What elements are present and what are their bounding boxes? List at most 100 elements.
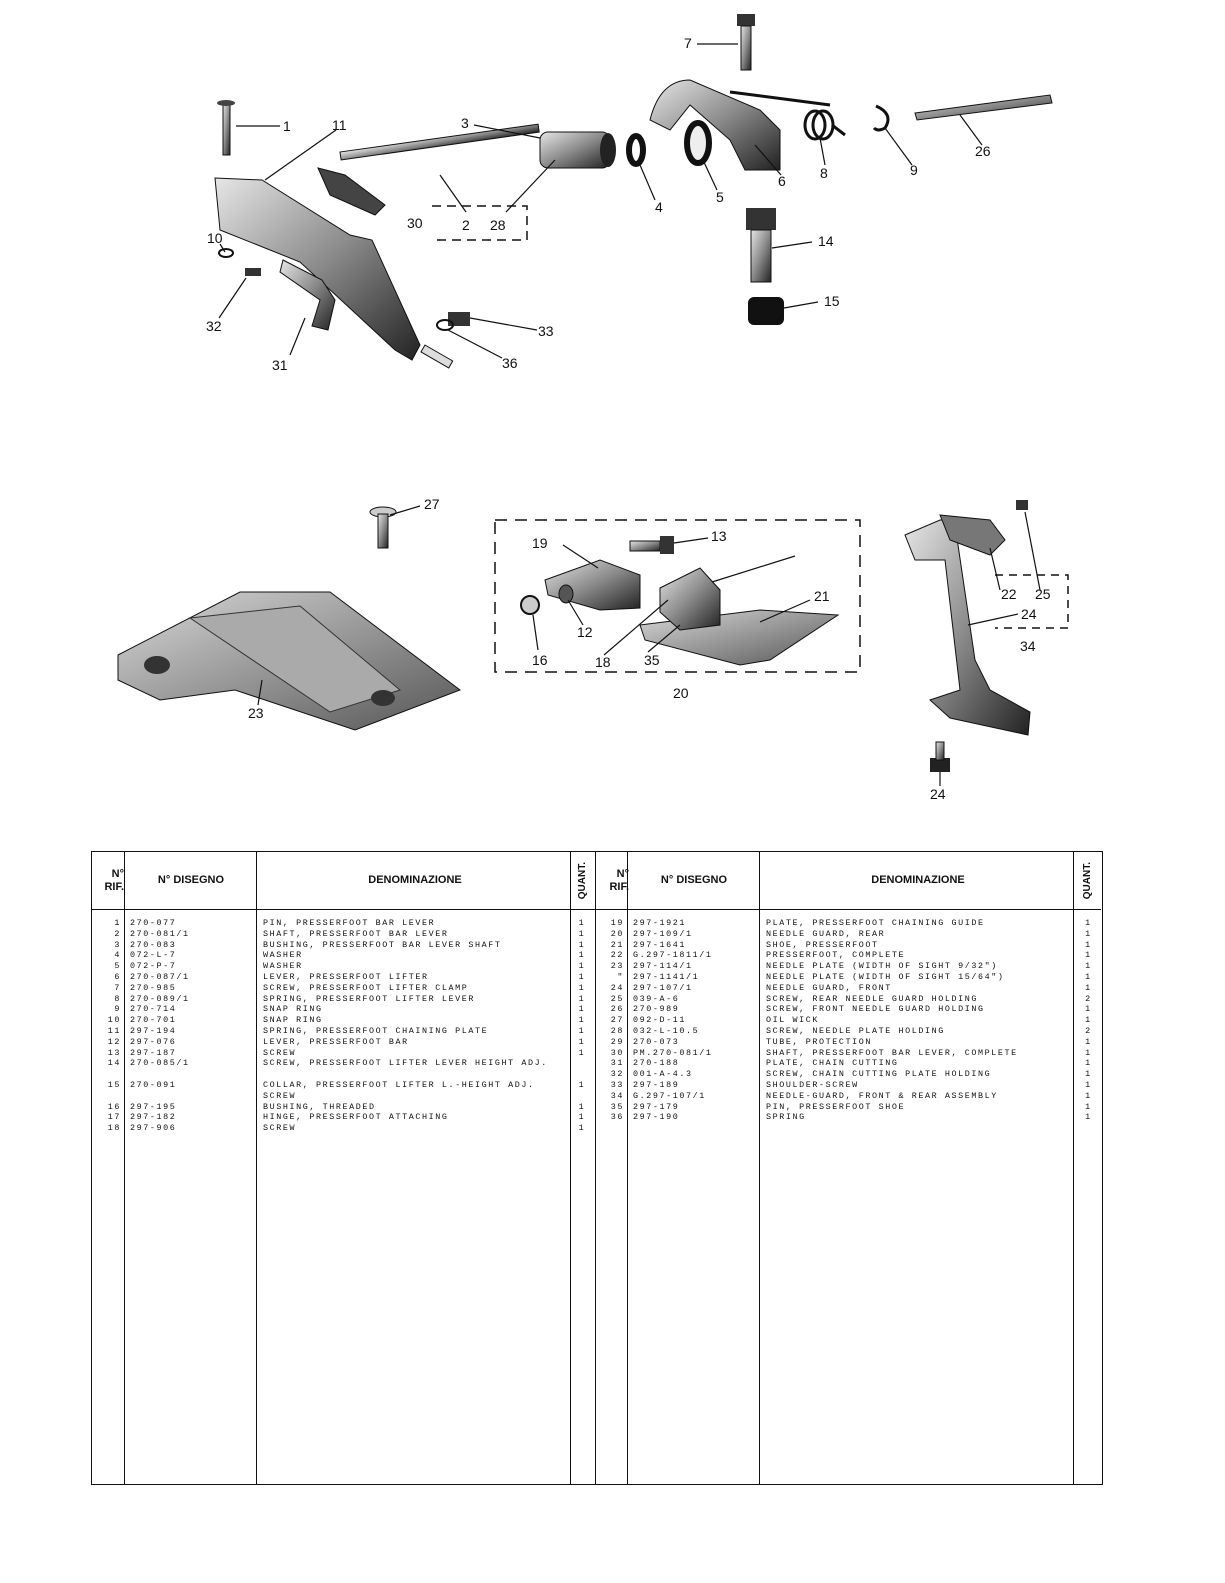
part-10-snap-ring [218,248,234,258]
table-cell-den: SPRING, PRESSERFOOT LIFTER LEVER [263,993,476,1004]
callout-22: 20 [673,685,689,701]
table-cell-qt: 1 [578,950,586,961]
table-cell-rif: " [617,971,624,982]
table-cell-qt: 1 [578,918,586,928]
header-rule [92,909,1101,910]
table-cell-dis: 270-077 [130,918,177,928]
table-cell-dis: 297-189 [633,1079,680,1090]
table-cell-rif: 24 [610,982,624,993]
table-cell-qt: 1 [1085,918,1092,928]
table-cell-qt: 1 [1085,950,1092,961]
exploded-parts-diagram: 1 11 3 7 4 5 6 8 9 26 14 15 30 2 28 10 3… [117,14,1069,802]
table-cell-qt: 1 [1085,1015,1092,1026]
table-cell-den: SCREW, CHAIN CUTTING PLATE HOLDING [766,1069,992,1080]
table-cell-dis: 270-087/1 [130,971,190,982]
callout-31: 31 [272,357,288,373]
callout-8: 8 [820,165,828,181]
header-denominazione-label: DENOMINAZIONE [368,874,462,886]
header-denominazione-2: DENOMINAZIONE [763,852,1073,909]
table-cell-rif: 5 [114,961,121,972]
table-cell-dis: 297-195 [130,1101,177,1112]
table-cell-dis: 270-089/1 [130,993,190,1004]
header-quant-label-2: QUANT. [1081,861,1093,900]
table-cell-dis: 270-081/1 [130,928,190,939]
part-13-screw [629,536,674,554]
table-cell-qt: 2 [1085,993,1092,1004]
table-cell-dis: 297-1641 [633,939,687,950]
callout-1: 1 [283,118,291,134]
part-36-spring [436,319,454,331]
col-divider [570,852,571,1484]
part-14-screw [746,208,776,283]
table-cell-qt: 1 [1085,928,1092,939]
table-cell-qt: 1 [578,961,586,972]
table-cell-dis: 032-L-10.5 [633,1025,700,1036]
header-disegno-label-2: N° DISEGNO [660,874,728,886]
group-30-bracket [432,205,528,241]
table-cell-den: HINGE, PRESSERFOOT ATTACHING [263,1112,449,1123]
table-cell-rif: 13 [107,1047,121,1058]
table-cell-den: SNAP RING [263,1015,323,1026]
table-cell-den: BUSHING, PRESSERFOOT BAR LEVER SHAFT [263,939,502,950]
table-cell-dis: 072-P-7 [130,961,177,972]
table-cell-qt: 1 [1085,1058,1092,1069]
callout-9: 9 [910,162,918,178]
table-cell-rif: 6 [114,971,121,982]
callout-36: 36 [502,355,518,371]
col-divider [1073,852,1074,1484]
table-cell-qt: 1 [578,1112,586,1123]
callout-20: 22 [1001,586,1017,602]
table-cell-den: NEEDLE GUARD, FRONT [766,982,892,993]
table-cell-den: SCREW, REAR NEEDLE GUARD HOLDING [766,993,979,1004]
table-cell-dis: 092-D-11 [633,1015,687,1026]
group-22-bracket [494,519,861,673]
table-cell-dis: 297-1141/1 [633,971,700,982]
table-cell-dis: 270-714 [130,1004,177,1015]
callout-13: 13 [711,528,727,544]
col-divider [595,852,596,1484]
table-cell-den: SPRING, PRESSERFOOT CHAINING PLATE [263,1025,489,1036]
table-cell-den: NEEDLE-GUARD, FRONT & REAR ASSEMBLY [766,1090,998,1101]
table-cell-dis: G.297-107/1 [633,1090,706,1101]
table-cell-rif: 25 [610,993,624,1004]
table-cell-dis: 270-989 [633,1004,680,1015]
table-cell-qt: 1 [578,1036,586,1047]
table-cell-qt: 1 [578,1047,586,1058]
part-18-lever [659,567,721,631]
header-denominazione-label-2: DENOMINAZIONE [871,874,965,886]
part-6-lever [649,79,781,171]
table-cell-qt: 1 [1085,1004,1092,1015]
header-denominazione: DENOMINAZIONE [260,852,570,909]
table-cell-den: TUBE, PROTECTION [766,1036,873,1047]
table-cell-qt: 1 [1085,1112,1092,1123]
table-cell-rif: 19 [610,918,624,928]
part-25-screw [930,741,950,772]
table-cell-dis: 297-190 [633,1112,680,1123]
table-cell-qt: 1 [1085,939,1092,950]
callout-32: 32 [206,318,222,334]
table-cell-qt: 1 [578,1079,586,1090]
table-cell-den: SCREW, FRONT NEEDLE GUARD HOLDING [766,1004,985,1015]
header-rif-label: N° RIF. [104,867,124,893]
table-cell-dis: 270-701 [130,1015,177,1026]
callout-14: 14 [818,233,834,249]
table-cell-rif: 35 [610,1101,624,1112]
part-27-oil-wick [914,94,1053,121]
table-cell-dis: 297-076 [130,1036,177,1047]
table-cell-rif: 17 [107,1112,121,1123]
table-cell-dis: G.297-1811/1 [633,950,713,961]
col-divider [256,852,257,1484]
table-cell-qt: 1 [1085,1069,1092,1080]
table-cell-den: SHAFT, PRESSERFOOT BAR LEVER, COMPLETE [766,1047,1018,1058]
part-11-lever [214,177,454,369]
table-cell-rif: 7 [114,982,121,993]
part-1-pin [217,100,235,156]
part-5-washer [684,120,712,166]
table-cell-dis: 297-1921 [633,918,687,928]
table-cell-qt: 1 [1085,1047,1092,1058]
